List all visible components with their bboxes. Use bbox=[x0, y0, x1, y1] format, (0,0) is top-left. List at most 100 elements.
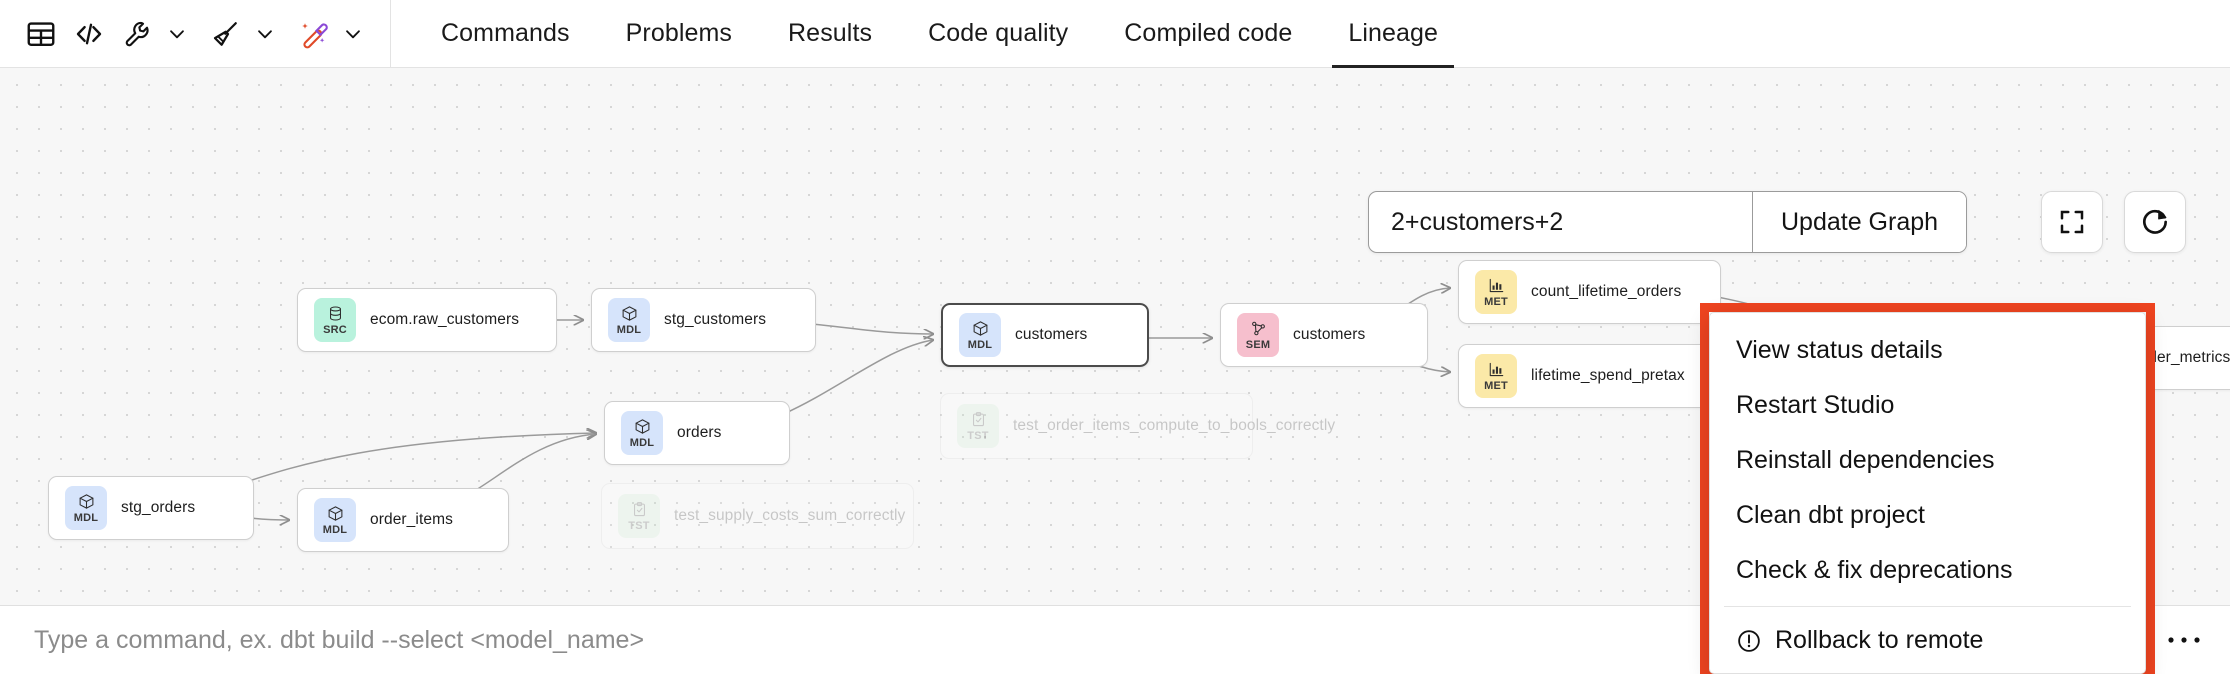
cube-icon bbox=[634, 418, 651, 436]
warning-circle-icon bbox=[1738, 629, 1760, 652]
menu-item-rollback-to-remote[interactable]: Rollback to remote bbox=[1710, 613, 2145, 668]
node-type-code: MDL bbox=[322, 523, 348, 536]
node-type-code: MDL bbox=[73, 511, 99, 524]
wrench-icon bbox=[125, 21, 149, 46]
node-type-badge-tst: TST bbox=[957, 404, 999, 448]
menu-separator bbox=[1724, 606, 2131, 607]
barchart-icon bbox=[1489, 278, 1503, 293]
node-type-code: TST bbox=[628, 519, 650, 532]
node-type-code: MET bbox=[1484, 379, 1508, 392]
code-view-button[interactable] bbox=[66, 11, 112, 57]
node-label: stg_customers bbox=[664, 311, 767, 328]
lineage-node-ecom-raw-customers[interactable]: SRC ecom.raw_customers bbox=[297, 288, 557, 352]
tab-compiled-code[interactable]: Compiled code bbox=[1124, 19, 1293, 47]
database-icon bbox=[329, 306, 341, 321]
top-toolbar: Commands Problems Results Code quality Compi… bbox=[0, 0, 2230, 68]
node-label: count_lifetime_orders bbox=[1531, 283, 1682, 300]
menu-item-check-fix-deprecations[interactable]: Check & fix deprecations bbox=[1710, 543, 2145, 598]
fullscreen-icon bbox=[2060, 210, 2084, 234]
node-type-badge-mdl: MDL bbox=[959, 313, 1001, 357]
semantic-icon bbox=[1250, 320, 1267, 338]
lineage-node-customers-sem[interactable]: SEM customers bbox=[1220, 303, 1428, 367]
barchart-icon bbox=[1489, 362, 1503, 377]
barchart-icon bbox=[1488, 277, 1505, 295]
ellipsis-icon bbox=[2168, 637, 2200, 643]
broom-icon bbox=[213, 21, 237, 46]
tab-results[interactable]: Results bbox=[788, 19, 873, 47]
menu-item-label: Check & fix deprecations bbox=[1736, 556, 2013, 584]
refresh-graph-button[interactable] bbox=[2124, 191, 2186, 253]
node-type-code: MDL bbox=[616, 323, 642, 336]
menu-item-label: View status details bbox=[1736, 336, 1943, 364]
tab-code-quality[interactable]: Code quality bbox=[928, 19, 1069, 47]
node-label: customers bbox=[1293, 326, 1366, 343]
menu-item-clean-dbt-project[interactable]: Clean dbt project bbox=[1710, 488, 2145, 543]
command-input[interactable] bbox=[0, 625, 1915, 655]
tab-commands[interactable]: Commands bbox=[441, 19, 570, 47]
magic-wand-icon bbox=[302, 22, 328, 48]
tab-problems[interactable]: Problems bbox=[625, 19, 733, 47]
cube-icon bbox=[635, 419, 649, 434]
node-type-code: MET bbox=[1484, 295, 1508, 308]
lineage-node-count-lifetime-orders[interactable]: MET count_lifetime_orders bbox=[1458, 260, 1721, 324]
cube-icon bbox=[622, 306, 636, 321]
node-label: ecom.raw_customers bbox=[370, 311, 520, 328]
node-label: order_items bbox=[370, 511, 453, 528]
clean-button[interactable] bbox=[202, 11, 248, 57]
lineage-node-stg-customers[interactable]: MDL stg_customers bbox=[591, 288, 816, 352]
chevron-down-icon bbox=[170, 29, 184, 38]
more-options-button[interactable] bbox=[2154, 613, 2214, 667]
fit-to-screen-button[interactable] bbox=[2041, 191, 2103, 253]
cube-icon bbox=[79, 494, 93, 509]
refresh-icon bbox=[2143, 209, 2167, 234]
code-brackets-icon bbox=[76, 23, 102, 44]
clipboard-check-icon bbox=[970, 411, 987, 429]
semantic-icon bbox=[1251, 321, 1265, 336]
panel-tabs: Commands Problems Results Code quality Compi… bbox=[391, 0, 1466, 68]
lineage-node-customers-mdl[interactable]: MDL customers bbox=[941, 303, 1149, 367]
node-type-badge-mdl: MDL bbox=[608, 298, 650, 342]
node-type-code: SEM bbox=[1245, 338, 1271, 351]
node-type-code: MDL bbox=[967, 338, 993, 351]
node-type-badge-tst: TST bbox=[618, 494, 660, 538]
node-type-badge-met: MET bbox=[1475, 354, 1517, 398]
node-label: test_order_items_compute_to_bools_correc… bbox=[1013, 416, 1336, 434]
table-view-button[interactable] bbox=[18, 11, 64, 57]
clipboard-check-icon bbox=[631, 501, 648, 519]
node-type-badge-met: MET bbox=[1475, 270, 1517, 314]
ai-assist-chevron[interactable] bbox=[338, 12, 368, 56]
cube-icon bbox=[621, 305, 638, 323]
tab-lineage[interactable]: Lineage bbox=[1320, 0, 1466, 68]
cube-icon bbox=[78, 493, 95, 511]
update-graph-button[interactable]: Update Graph bbox=[1753, 192, 1967, 252]
lineage-node-test-order-items[interactable]: TST test_order_items_compute_to_bools_cor… bbox=[940, 393, 1335, 459]
node-label: customers bbox=[1015, 326, 1088, 343]
graph-selector-input[interactable] bbox=[1369, 192, 1752, 252]
node-type-code: MDL bbox=[629, 436, 655, 449]
node-type-badge-mdl: MDL bbox=[621, 411, 663, 455]
database-icon bbox=[327, 305, 344, 323]
ai-assist-button[interactable] bbox=[290, 11, 336, 57]
clean-chevron[interactable] bbox=[250, 12, 280, 56]
cube-icon bbox=[972, 320, 989, 338]
graph-selector-bar: Update Graph bbox=[1368, 191, 1968, 253]
toolbar-icon-group bbox=[0, 0, 391, 67]
menu-item-label: Clean dbt project bbox=[1736, 501, 1926, 529]
node-type-badge-mdl: MDL bbox=[65, 486, 107, 530]
node-type-code: SRC bbox=[323, 323, 347, 336]
node-type-code: TST bbox=[967, 429, 989, 442]
lineage-node-order-items[interactable]: MDL order_items bbox=[297, 488, 509, 552]
menu-item-reinstall-dependencies[interactable]: Reinstall dependencies bbox=[1710, 433, 2145, 488]
cube-icon bbox=[973, 321, 987, 336]
cube-icon bbox=[328, 506, 342, 521]
build-tools-chevron[interactable] bbox=[162, 12, 192, 56]
build-tools-button[interactable] bbox=[114, 11, 160, 57]
menu-item-view-status-details[interactable]: View status details bbox=[1710, 323, 2145, 378]
menu-item-restart-studio[interactable]: Restart Studio bbox=[1710, 378, 2145, 433]
